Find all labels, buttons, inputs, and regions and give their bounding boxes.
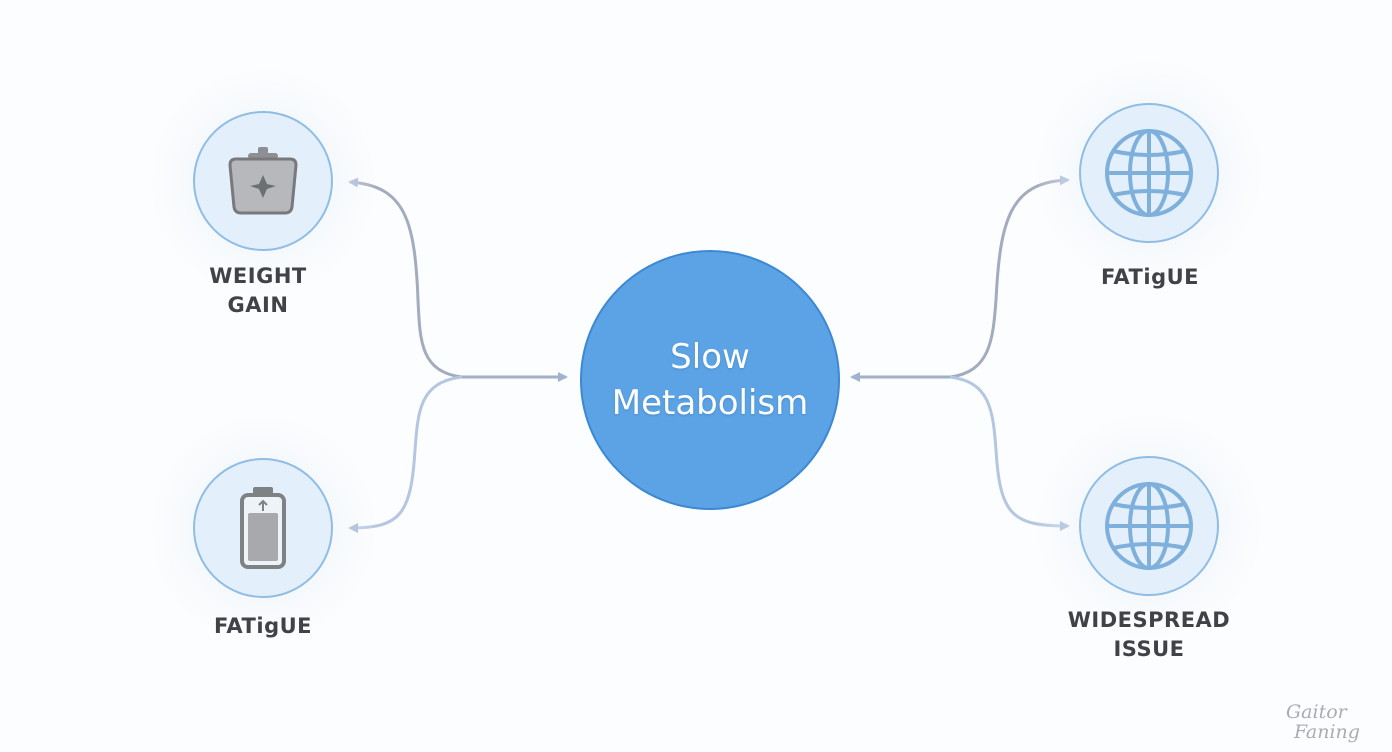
connector-to-weight-gain: [348, 177, 463, 379]
globe-icon: [1105, 482, 1193, 570]
kettlebell-icon: [228, 147, 298, 215]
center-title: Slow Metabolism: [612, 334, 809, 426]
node-widespread-issue: [1079, 456, 1219, 596]
node-fatigue-left: [193, 458, 333, 598]
connector-to-widespread-issue: [949, 375, 1070, 531]
connector-to-fatigue-left: [348, 375, 463, 533]
watermark-line2: Faning: [1294, 721, 1360, 743]
watermark: Gaitor Faning: [1286, 702, 1382, 742]
center-title-line2: Metabolism: [611, 383, 809, 423]
connector-to-fatigue-right: [949, 175, 1070, 379]
globe-icon: [1105, 129, 1193, 217]
label-weight-gain: WEIGHT GAIN: [209, 264, 307, 317]
label-fatigue-left: FATigUE: [213, 614, 312, 638]
battery-icon: [240, 487, 286, 569]
center-node: Slow Metabolism: [580, 250, 840, 510]
watermark-line1: Gaitor: [1286, 701, 1347, 723]
node-weight-gain: [193, 111, 333, 251]
label-fatigue-right: FATigUE: [1100, 265, 1199, 289]
node-fatigue-right: [1079, 103, 1219, 243]
center-title-line1: Slow: [670, 337, 750, 377]
label-widespread-issue: WIDESPREAD ISSUE: [1067, 608, 1231, 661]
